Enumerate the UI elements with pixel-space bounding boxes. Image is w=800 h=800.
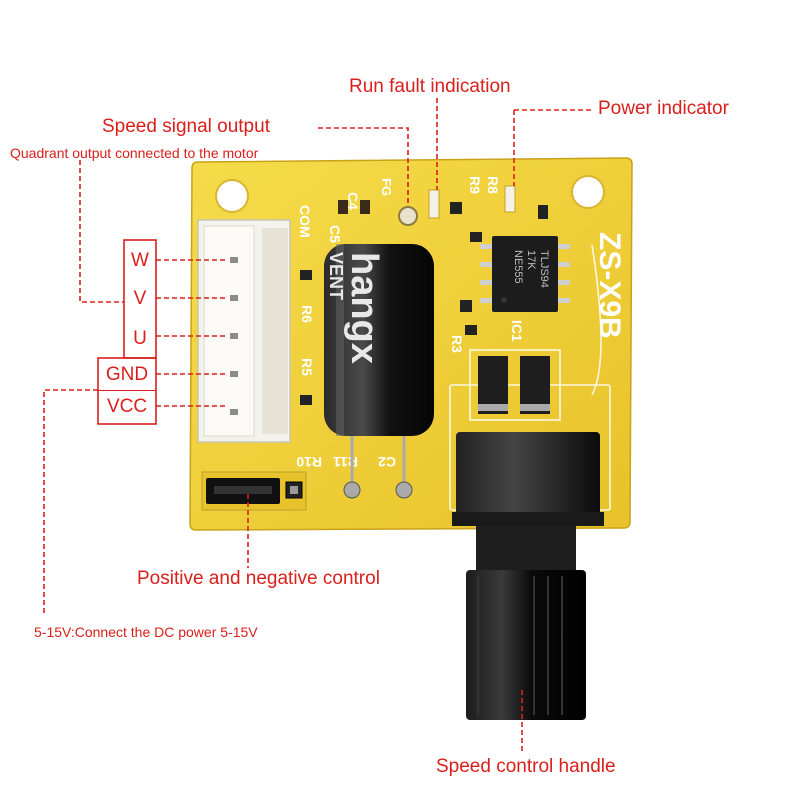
power-indicator-label: Power indicator (598, 98, 729, 119)
ic-marking-1: NE555 (512, 250, 524, 284)
capacitor-brand: hangx (343, 252, 385, 364)
quadrant-output-label: Quadrant output connected to the motor (10, 145, 259, 161)
led-indicators (398, 185, 516, 226)
dc-power-label: 5-15V:Connect the DC power 5-15V (34, 624, 258, 640)
r5-label: R5 (299, 358, 315, 376)
c2-label: C2 (378, 454, 396, 470)
pin-vcc: VCC (98, 392, 156, 422)
pin-u-label: U (133, 328, 147, 349)
speed-handle-label: Speed control handle (436, 756, 616, 777)
ic1-label: IC1 (509, 320, 525, 342)
electrolytic-capacitor: hangx VENT (324, 244, 434, 499)
speed-potentiometer (452, 432, 604, 720)
run-fault-label: Run fault indication (349, 76, 511, 97)
pin-gnd: GND (98, 360, 156, 391)
speed-signal-label: Speed signal output (102, 116, 270, 137)
pin-w-label: W (131, 250, 149, 271)
model-label: ZS-X9B (593, 232, 626, 339)
pin-gnd-label: GND (105, 364, 149, 385)
smd-components (300, 200, 548, 405)
ic-chip: NE555 17K TLJS94 (480, 236, 570, 312)
pin-u: U (124, 322, 156, 356)
fg-label: FG (379, 178, 394, 196)
capacitor-vent: VENT (326, 252, 346, 300)
r3-label: R3 (449, 335, 465, 353)
pin-vcc-label: VCC (106, 396, 148, 417)
com-label: COM (297, 205, 313, 238)
pin-v-label: V (133, 288, 147, 309)
diodes (478, 356, 550, 414)
c4-label: C4 (345, 192, 361, 210)
r11-label: R11 (333, 454, 358, 470)
r8-label: R8 (485, 176, 501, 194)
pin-v: V (124, 282, 156, 316)
direction-jumper (201, 471, 307, 511)
motor-connector (197, 219, 291, 443)
ic-marking-3: TLJS94 (538, 250, 550, 288)
leader-lines (43, 98, 594, 752)
c5-label: C5 (327, 225, 343, 243)
motor-pin-bracket (123, 239, 157, 359)
positive-negative-label: Positive and negative control (137, 568, 380, 589)
r10-label: R10 (296, 454, 322, 470)
r9-label: R9 (467, 176, 483, 194)
r6-label: R6 (299, 305, 315, 323)
pin-w: W (124, 244, 156, 278)
ic-marking-2: 17K (525, 250, 537, 270)
